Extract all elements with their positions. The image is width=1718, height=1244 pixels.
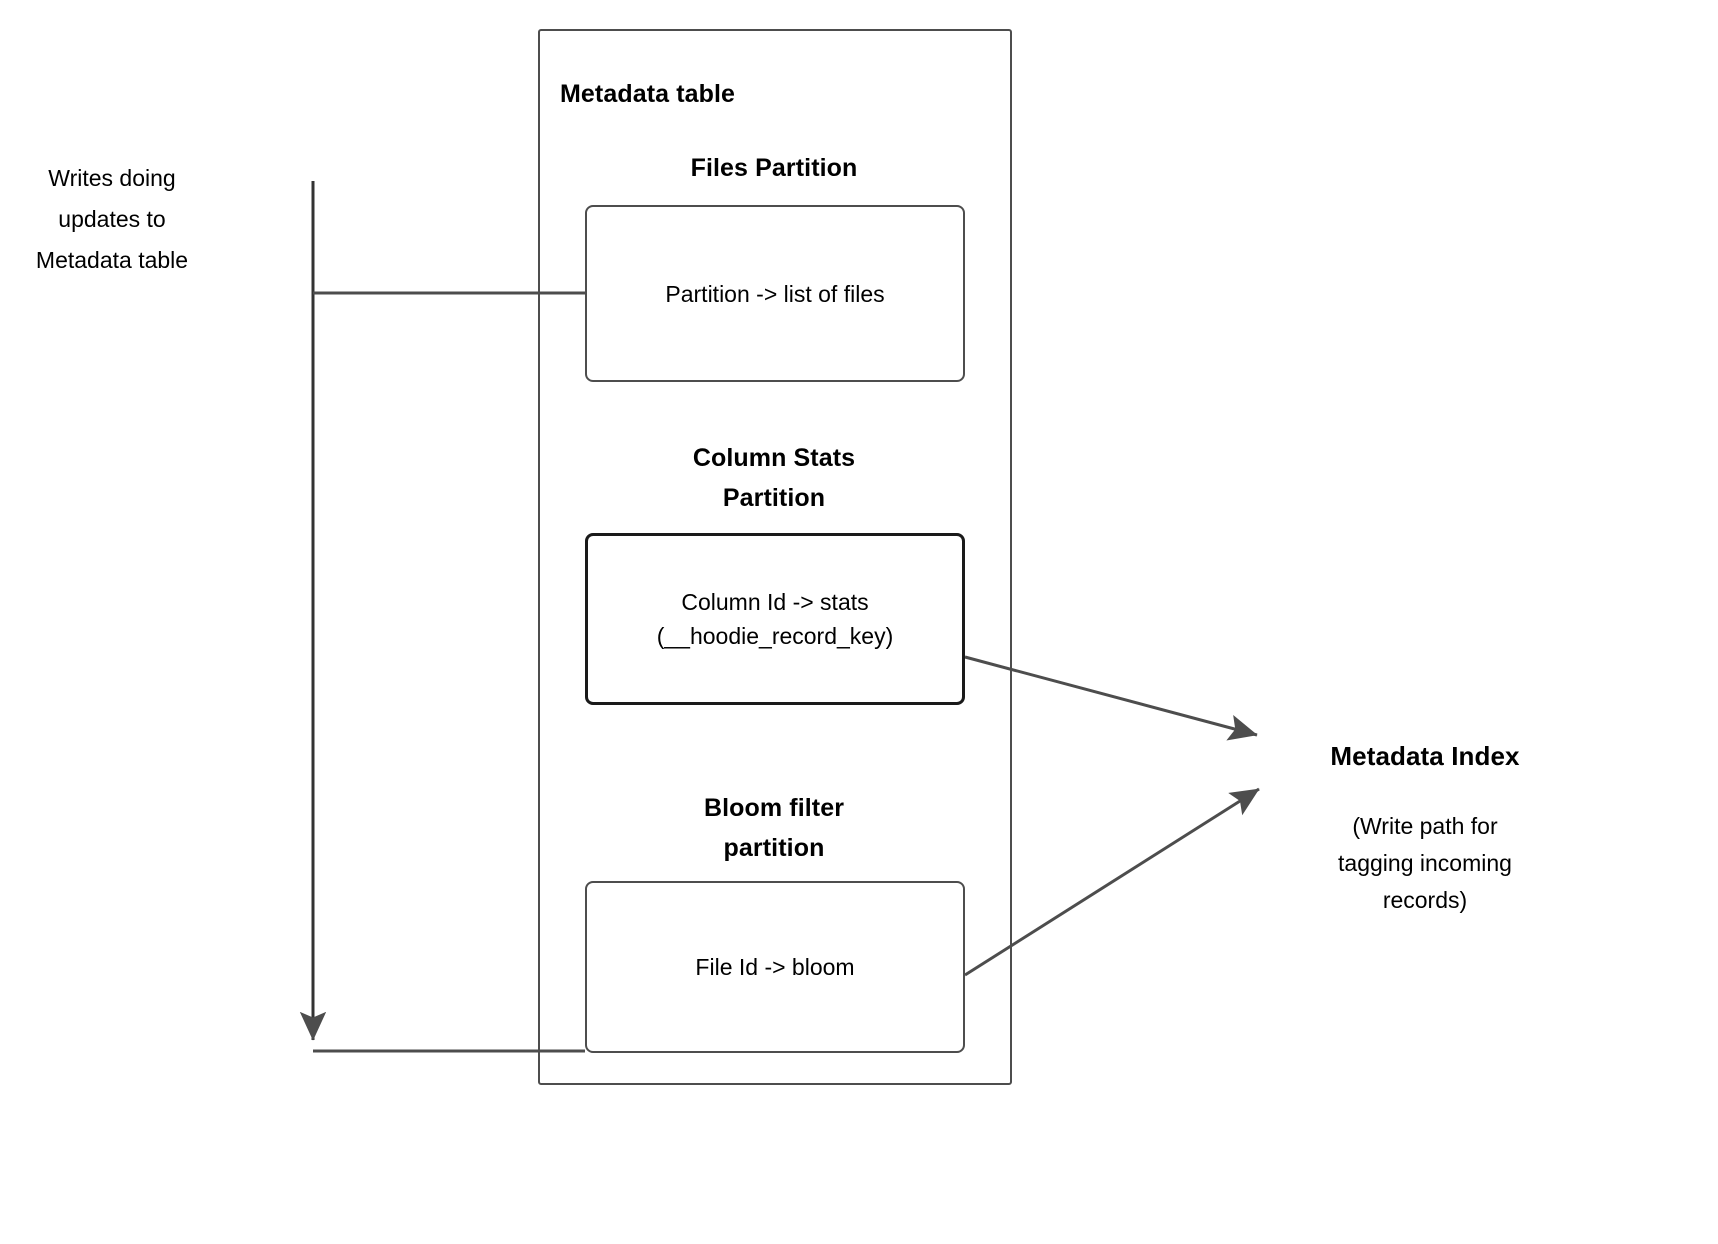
metadata-index-subtitle-line-1: (Write path for bbox=[1352, 813, 1498, 839]
column-stats-partition-heading-line-2: Partition bbox=[722, 484, 826, 512]
bloom-filter-partition-heading: Bloom filter partition bbox=[584, 788, 964, 868]
metadata-index-subtitle-line-3: records) bbox=[1382, 887, 1468, 913]
column-stats-box-line-2: (__hoodie_record_key) bbox=[656, 623, 894, 649]
metadata-index-title: Metadata Index bbox=[1330, 741, 1520, 771]
metadata-table-title: Metadata table bbox=[560, 80, 736, 108]
files-partition-box[interactable]: Partition -> list of files bbox=[585, 205, 965, 382]
bloom-filter-box-line-1: File Id -> bloom bbox=[695, 954, 855, 980]
writes-label-line-2: updates to bbox=[58, 206, 166, 232]
column-stats-partition-box[interactable]: Column Id -> stats (__hoodie_record_key) bbox=[585, 533, 965, 705]
bloom-filter-partition-heading-line-2: partition bbox=[723, 834, 825, 862]
column-stats-partition-heading: Column Stats Partition bbox=[584, 438, 964, 518]
metadata-index-subtitle-line-2: tagging incoming bbox=[1338, 850, 1512, 876]
writes-doing-updates-label: Writes doing updates to Metadata table bbox=[6, 158, 218, 281]
column-stats-partition-heading-line-1: Column Stats bbox=[692, 444, 856, 472]
connector-bloom-filter-to-metadata-index bbox=[964, 787, 1260, 977]
column-stats-box-line-1: Column Id -> stats bbox=[681, 589, 869, 615]
metadata-table-container bbox=[538, 29, 1012, 1085]
connector-column-stats-to-metadata-index bbox=[964, 655, 1258, 741]
files-partition-box-line-1: Partition -> list of files bbox=[665, 280, 885, 307]
files-partition-heading: Files Partition bbox=[690, 154, 858, 182]
metadata-index-subtitle: (Write path for tagging incoming records… bbox=[1290, 808, 1560, 919]
writes-label-line-1: Writes doing bbox=[48, 165, 176, 191]
bloom-filter-partition-box[interactable]: File Id -> bloom bbox=[585, 881, 965, 1053]
bloom-filter-partition-heading-line-1: Bloom filter bbox=[703, 794, 845, 822]
writes-label-line-3: Metadata table bbox=[35, 247, 189, 273]
